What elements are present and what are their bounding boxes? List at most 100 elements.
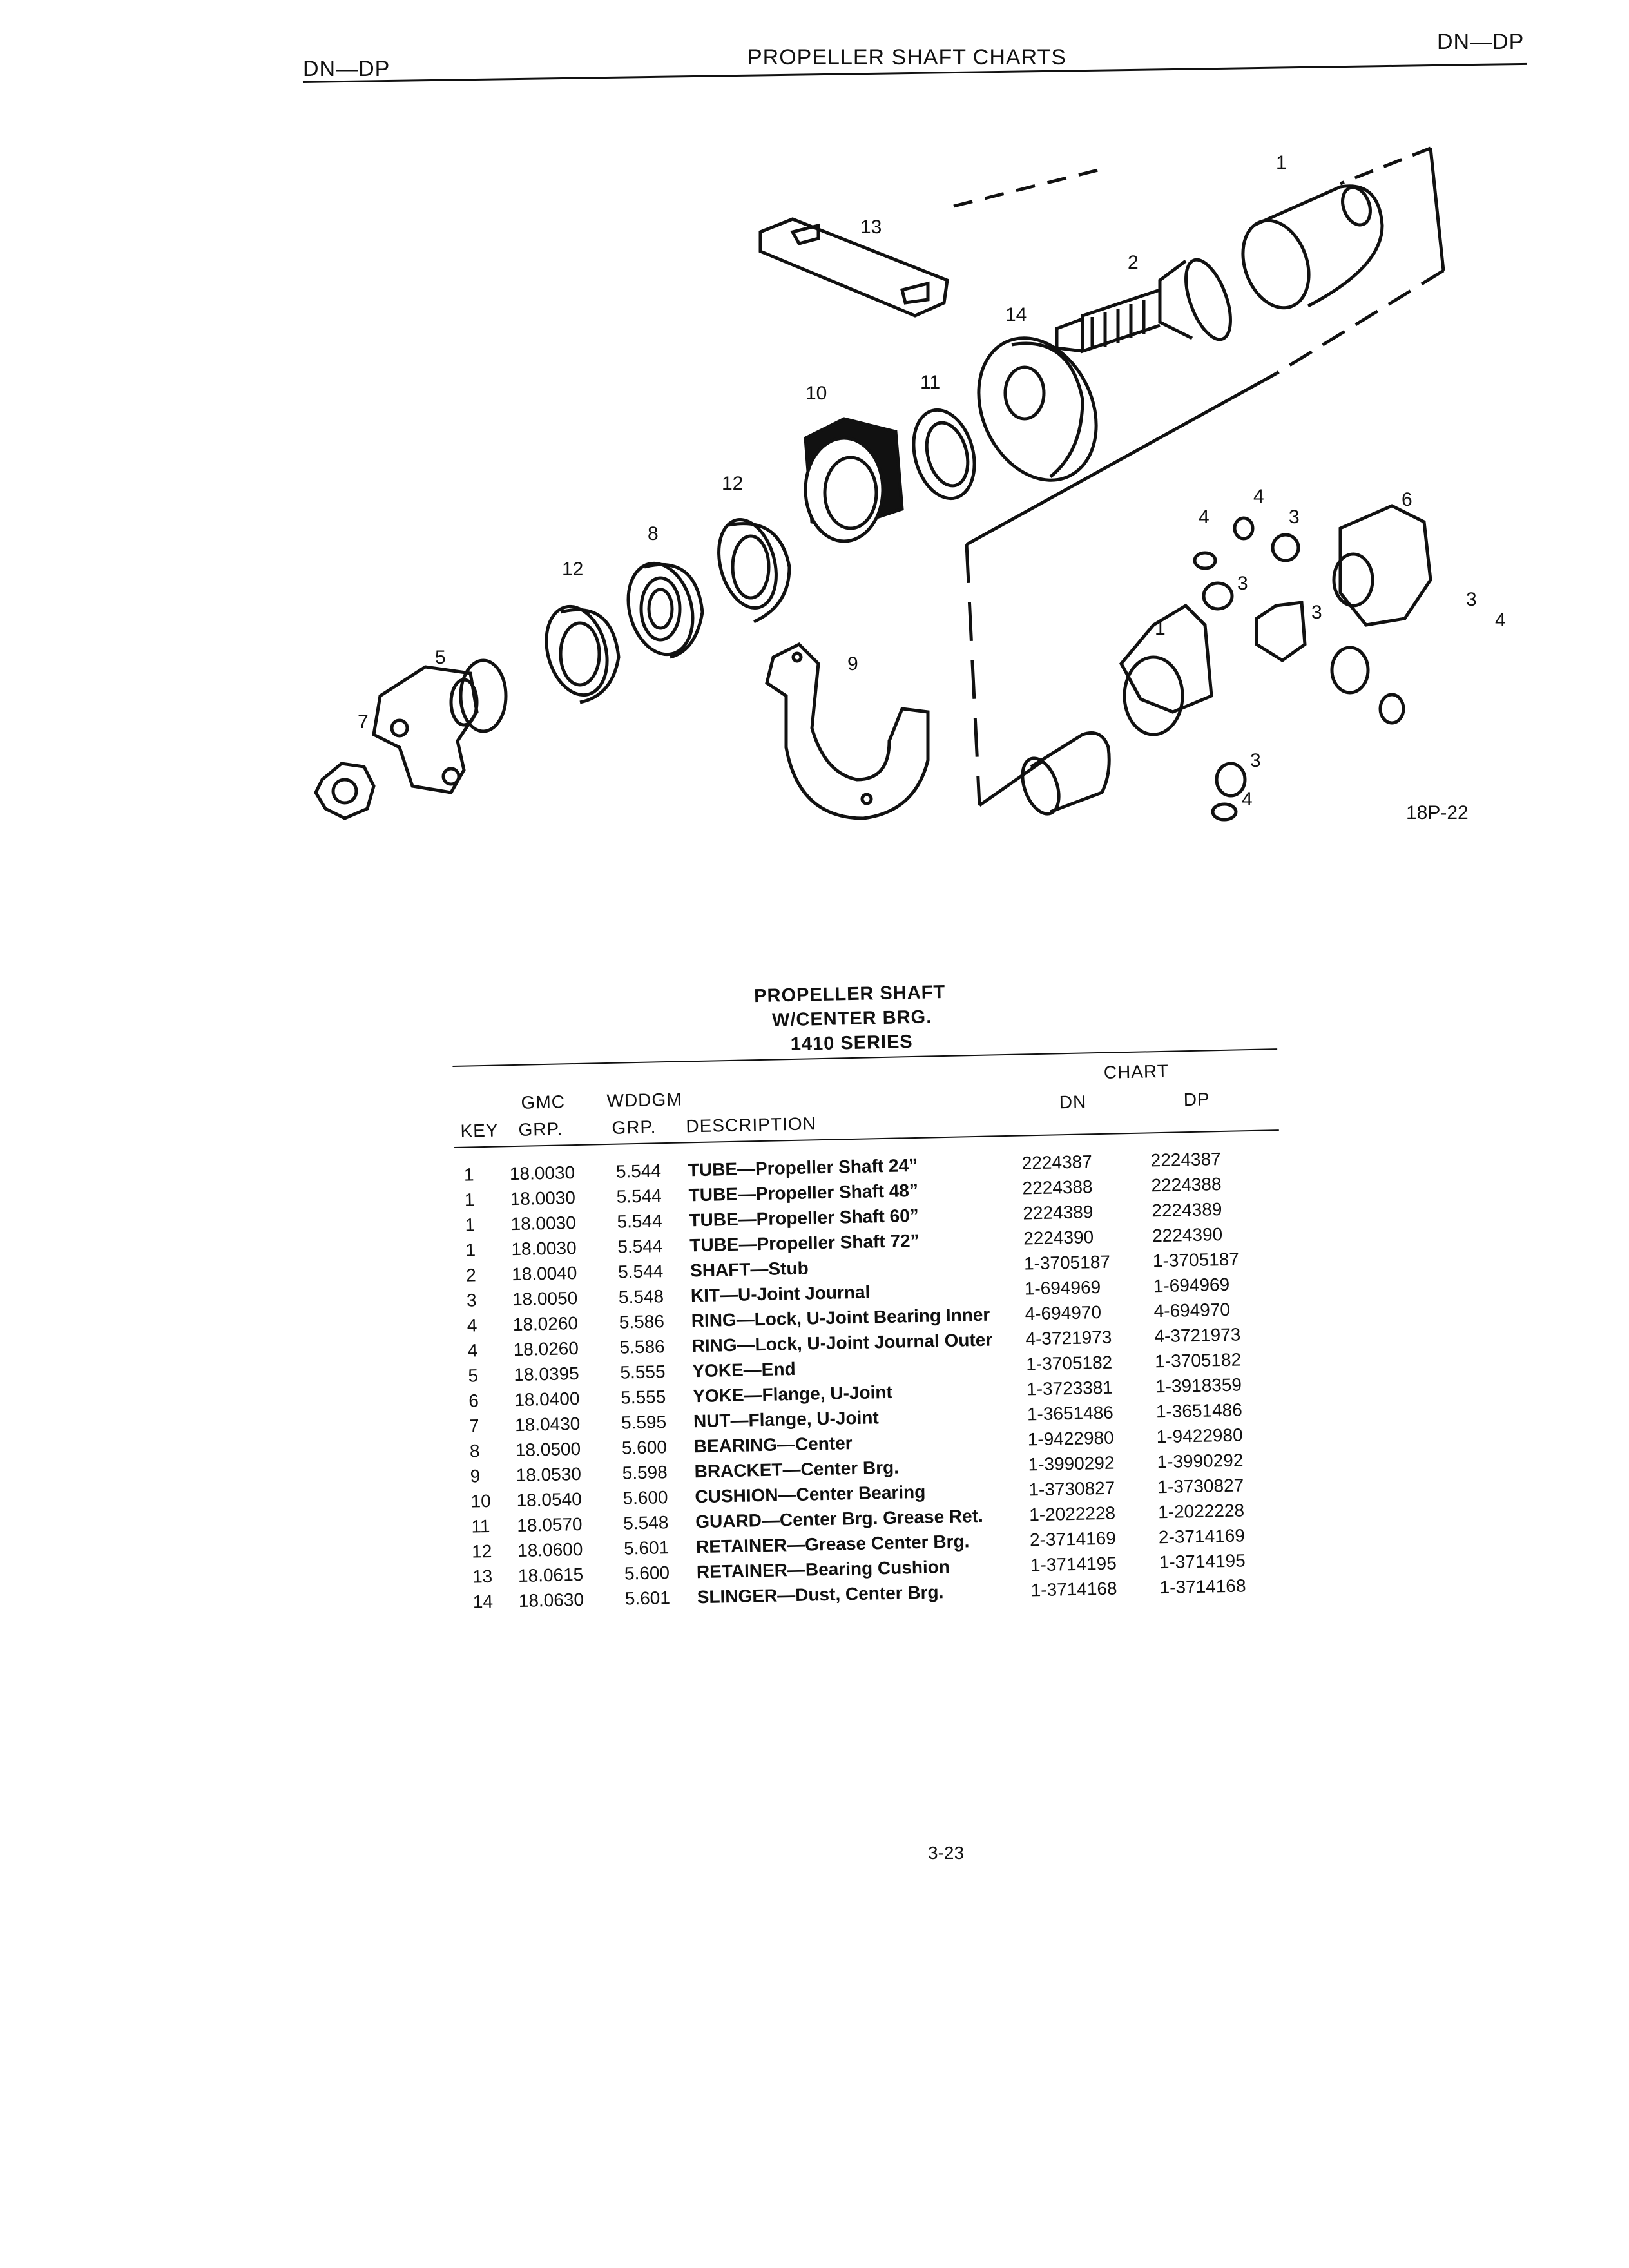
header-rule-divider: [454, 1129, 1279, 1148]
callout-8: 8: [648, 523, 659, 544]
row-gmc-grp: 18.0530: [516, 1463, 582, 1486]
part-1-tube: [1241, 184, 1384, 310]
row-part-dp: 4-694970: [1153, 1299, 1231, 1321]
row-part-dp: 1-3918359: [1155, 1374, 1242, 1397]
callout-2: 2: [1128, 252, 1139, 273]
row-wddgm-grp: 5.555: [620, 1361, 666, 1383]
row-gmc-grp: 18.0500: [515, 1438, 581, 1461]
part-12-retainer-lower: [545, 604, 621, 704]
row-part-dp: 2224387: [1150, 1149, 1222, 1171]
row-key: 6: [468, 1390, 479, 1411]
row-part-dp: 1-3705182: [1154, 1349, 1242, 1372]
row-part-dp: 1-694969: [1153, 1274, 1230, 1296]
callout-4: 4: [1253, 486, 1264, 507]
row-key: 1: [465, 1240, 476, 1260]
callout-4: 4: [1495, 610, 1506, 631]
row-gmc-grp: 18.0570: [517, 1514, 583, 1536]
col-header-gmc-grp: GRP.: [518, 1119, 563, 1140]
row-part-dn: 2224387: [1021, 1151, 1093, 1173]
row-part-dp: 1-3705187: [1152, 1249, 1240, 1271]
row-gmc-grp: 18.0615: [517, 1564, 584, 1586]
row-part-dn: 1-3730827: [1028, 1477, 1115, 1500]
row-part-dn: 1-9422980: [1027, 1427, 1114, 1450]
row-part-dn: 1-3714195: [1030, 1553, 1117, 1575]
part-14-slinger: [977, 336, 1098, 482]
row-gmc-grp: 18.0030: [511, 1238, 577, 1260]
part-8-bearing: [626, 561, 704, 659]
row-wddgm-grp: 5.601: [624, 1588, 671, 1609]
row-part-dn: 2224389: [1023, 1202, 1094, 1224]
row-key: 1: [464, 1189, 475, 1210]
col-header-wddgm-grp: GRP.: [612, 1117, 657, 1138]
row-key: 1: [465, 1215, 476, 1235]
part-2-stub-shaft: [1055, 258, 1232, 354]
header-left: DN—DP: [303, 57, 390, 81]
row-part-dn: 1-3990292: [1028, 1452, 1115, 1475]
part-7-nut: [314, 762, 376, 820]
part-13-retainer-plate: [758, 217, 949, 318]
row-wddgm-grp: 5.586: [619, 1311, 665, 1332]
row-key: 12: [471, 1541, 492, 1562]
row-wddgm-grp: 5.544: [616, 1186, 662, 1207]
callout-14: 14: [1005, 304, 1027, 325]
row-gmc-grp: 18.0040: [511, 1263, 577, 1285]
row-part-dp: 1-3651486: [1155, 1399, 1243, 1422]
callout-4: 4: [1199, 506, 1210, 528]
row-key: 5: [468, 1365, 479, 1386]
row-gmc-grp: 18.0430: [514, 1413, 581, 1436]
page-number: 3-23: [928, 1843, 965, 1863]
row-description: SLINGER—Dust, Center Brg.: [697, 1582, 944, 1608]
table-title-line-2: W/CENTER BRG.: [771, 1006, 932, 1031]
row-gmc-grp: 18.0050: [512, 1287, 578, 1310]
col-header-gmc: GMC: [521, 1091, 566, 1113]
row-description: YOKE—End: [692, 1358, 796, 1381]
row-wddgm-grp: 5.586: [619, 1336, 665, 1358]
row-part-dp: 2224389: [1152, 1199, 1222, 1221]
row-part-dn: 1-3705187: [1023, 1251, 1111, 1274]
row-gmc-grp: 18.0260: [512, 1312, 579, 1335]
callout-11: 11: [920, 372, 940, 393]
callout-12: 12: [562, 559, 583, 580]
callout-9: 9: [847, 653, 858, 675]
row-part-dn: 4-3721973: [1025, 1327, 1112, 1349]
row-key: 10: [470, 1490, 492, 1512]
row-part-dn: 2224390: [1023, 1227, 1094, 1249]
callout-10: 10: [805, 383, 827, 404]
parts-table: PROPELLER SHAFT W/CENTER BRG. 1410 SERIE…: [451, 975, 1289, 1611]
row-description: BRACKET—Center Brg.: [694, 1457, 900, 1482]
row-wddgm-grp: 5.544: [617, 1236, 663, 1257]
row-part-dp: 1-9422980: [1156, 1425, 1243, 1447]
row-wddgm-grp: 5.600: [624, 1562, 670, 1584]
page-title: PROPELLER SHAFT CHARTS: [747, 45, 1066, 70]
row-key: 2: [465, 1265, 477, 1285]
callout-12: 12: [722, 473, 743, 494]
row-wddgm-grp: 5.598: [622, 1462, 668, 1483]
callout-6: 6: [1402, 489, 1412, 510]
row-gmc-grp: 18.0630: [518, 1589, 584, 1611]
row-key: 7: [468, 1416, 480, 1436]
row-part-dn: 1-3705182: [1025, 1352, 1113, 1374]
row-description: NUT—Flange, U-Joint: [693, 1407, 880, 1432]
row-key: 8: [469, 1441, 480, 1461]
row-gmc-grp: 18.0030: [510, 1213, 577, 1235]
part-12-retainer-upper: [717, 518, 791, 624]
row-description: TUBE—Propeller Shaft 24”: [688, 1155, 918, 1180]
callout-13: 13: [860, 216, 882, 238]
row-wddgm-grp: 5.548: [622, 1512, 669, 1533]
callout-3: 3: [1289, 506, 1300, 528]
row-wddgm-grp: 5.555: [620, 1387, 666, 1408]
col-header-key: KEY: [460, 1120, 499, 1141]
row-wddgm-grp: 5.600: [621, 1437, 668, 1458]
row-gmc-grp: 18.0260: [513, 1338, 579, 1360]
col-header-description: DESCRIPTION: [686, 1113, 817, 1137]
callout-7: 7: [358, 711, 369, 733]
callout-3: 3: [1311, 602, 1322, 623]
row-key: 14: [472, 1591, 494, 1612]
callout-1: 1: [1155, 618, 1166, 639]
row-part-dp: 1-3714195: [1159, 1550, 1246, 1573]
callout-4: 4: [1242, 789, 1253, 810]
col-header-chart: CHART: [1103, 1061, 1170, 1082]
row-part-dp: 2-3714169: [1158, 1525, 1246, 1548]
row-description: KIT—U-Joint Journal: [690, 1282, 871, 1306]
row-wddgm-grp: 5.601: [623, 1537, 670, 1559]
